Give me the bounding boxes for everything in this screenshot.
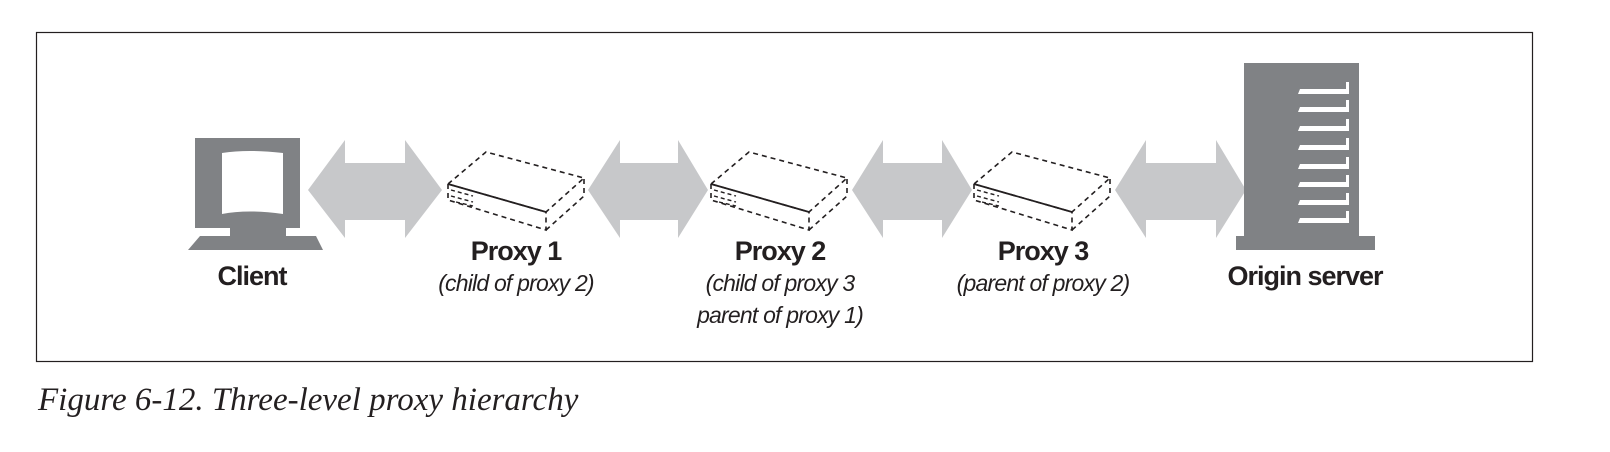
proxy3-role: (parent of proxy 2) [957,270,1130,296]
proxy1-label: Proxy 1 [471,236,563,266]
diagram-frame [35,31,1534,363]
origin-server-label: Origin server [1227,261,1384,291]
proxy1-role: (child of proxy 2) [438,270,594,296]
proxy3-label: Proxy 3 [998,236,1090,266]
bidirectional-arrow-proxy2-proxy3 [852,140,972,238]
proxy1-server-icon [447,151,585,231]
proxy2-role-line1: (child of proxy 3 [706,270,856,296]
client-computer-icon [188,138,323,250]
proxy2-role-line2: parent of proxy 1) [696,302,863,328]
origin-server-icon [1236,63,1375,250]
proxy3-server-icon [973,151,1111,231]
proxy2-server-icon [710,151,848,231]
bidirectional-arrow-proxy3-origin [1115,140,1246,238]
bidirectional-arrow-proxy1-proxy2 [588,140,708,238]
bidirectional-arrow-client-proxy1 [308,140,442,238]
proxy2-label: Proxy 2 [735,236,826,266]
client-label: Client [217,261,287,291]
figure-caption: Figure 6-12. Three-level proxy hierarchy [38,382,579,418]
